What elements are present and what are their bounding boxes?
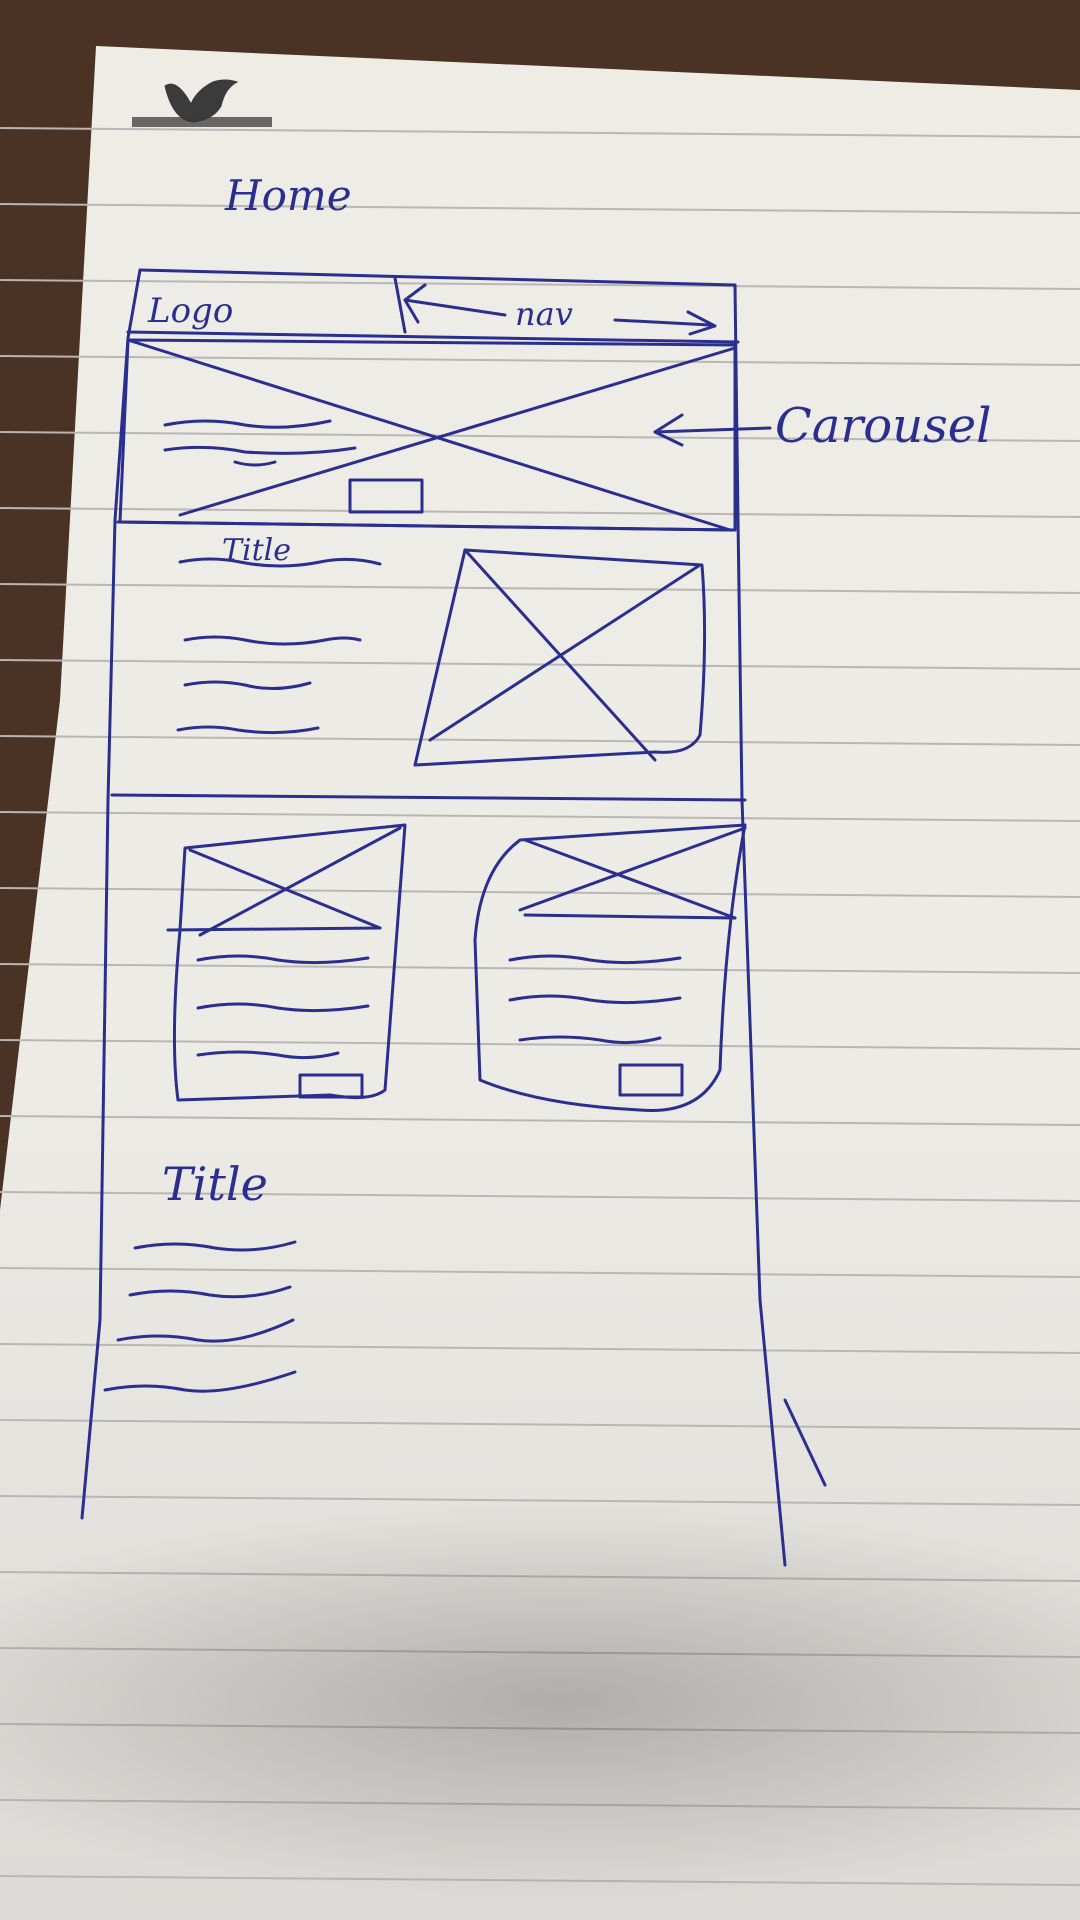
text-section-title: Title [162,1157,268,1211]
card-1-text-line-3 [196,1050,340,1060]
carousel-text-line-2 [163,445,357,455]
carousel-cross-a [126,338,732,532]
carousel-annotation-arrow-head [653,413,684,447]
hand-shadow [0,1500,1080,1900]
feature-image-box [413,548,707,767]
card-1-image-cross-b [198,826,402,937]
card-2-image-cross-a [523,838,737,920]
frame-right-tail [783,1398,827,1487]
header-logo-nav-split [393,276,407,334]
feature-text-line-4 [176,725,320,735]
ruled-line [0,583,1080,594]
section-divider-1 [116,520,737,532]
text-section-line-2 [128,1285,292,1299]
card-2-button [618,1063,684,1097]
wireframe-ink [80,268,827,1567]
ruled-line [0,203,1080,214]
ruled-line [0,811,1080,822]
carousel-cross-b [178,346,737,517]
card-2-outline [473,823,747,1112]
header-logo-label: Logo [147,291,233,331]
card-1-button [298,1073,364,1099]
card-2-text-line-1 [508,954,682,965]
ruled-line [0,431,1080,442]
text-section-line-1 [133,1240,297,1252]
ruled-line [0,127,1080,138]
ruled-line [0,279,1080,290]
card-1-image-divider [166,926,382,932]
nav-arrow-left-head [403,283,427,324]
carousel-annotation: Carousel [775,398,992,454]
ruled-line [0,735,1080,746]
card-1-outline [172,823,407,1102]
nav-arrow-left-shaft [403,298,507,317]
text-section-line-3 [116,1318,295,1343]
carousel-annotation-arrow-shaft [653,426,772,434]
carousel-text-line-3 [233,460,277,467]
frame-top-edge [138,268,737,287]
ruled-line [0,887,1080,898]
ruled-line [0,1343,1080,1354]
card-1-text-line-1 [196,954,370,965]
feature-text-line-2 [183,635,362,646]
card-2-text-line-2 [508,994,682,1005]
ruled-line [0,1039,1080,1050]
feature-text-line-1 [178,557,382,568]
ruled-line [0,1191,1080,1202]
card-1-text-line-2 [196,1002,370,1013]
page-title: Home [224,171,352,220]
nav-arrow-right-shaft [613,318,712,327]
ruled-line [0,507,1080,518]
section-divider-2 [110,793,747,802]
carousel-button [348,478,424,514]
ruled-line [0,1115,1080,1126]
carousel-text-line-1 [163,419,332,429]
frame-left-edge [80,268,142,1520]
nav-arrow-right-head [686,310,717,336]
ruled-line [0,1419,1080,1430]
card-2-text-line-3 [518,1035,662,1045]
feature-text-line-3 [183,680,312,691]
card-2-image-divider [523,913,737,920]
feature-image-cross-b [428,563,702,742]
notebook-logo-icon [132,79,272,127]
card-2-image-cross-b [518,826,747,912]
text-section-line-4 [103,1370,297,1393]
feature-section-title: Title [222,533,291,568]
ruled-line [0,659,1080,670]
header-nav-label: nav [515,295,573,333]
header-divider [126,330,740,344]
ruled-line [0,1267,1080,1278]
ruled-line [0,963,1080,974]
